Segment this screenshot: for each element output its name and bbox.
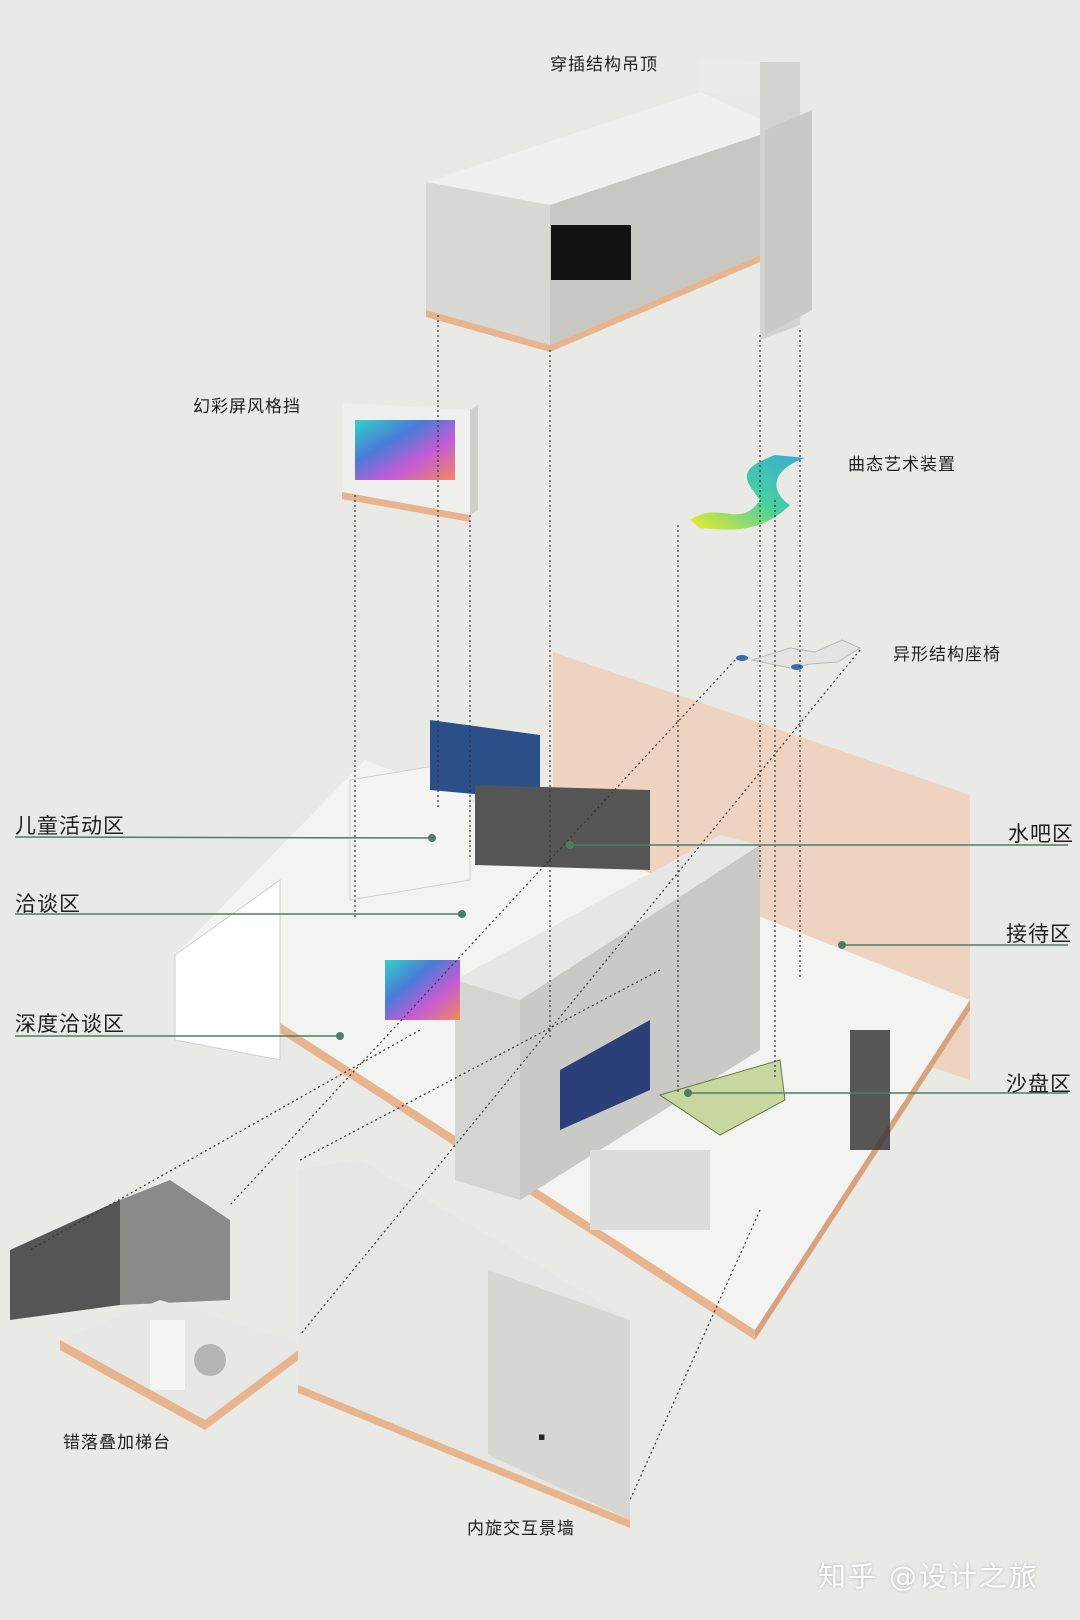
label-chairs: 异形结构座椅 bbox=[893, 645, 1001, 665]
stepped-stairs bbox=[10, 1180, 305, 1430]
label-negotiation-area: 洽谈区 bbox=[15, 892, 81, 916]
art-installation bbox=[690, 455, 805, 530]
special-chairs bbox=[736, 639, 862, 670]
label-feature-wall: 内旋交互景墙 bbox=[467, 1519, 575, 1539]
label-deep-negotiation-area: 深度洽谈区 bbox=[15, 1012, 125, 1036]
label-stairs: 错落叠加梯台 bbox=[63, 1433, 171, 1453]
label-art: 曲态艺术装置 bbox=[848, 455, 956, 475]
label-kids-area: 儿童活动区 bbox=[15, 814, 125, 838]
leader-dots bbox=[336, 834, 846, 1097]
feature-wall: ▪ bbox=[298, 1160, 630, 1528]
projection-lines bbox=[29, 315, 861, 1501]
label-water-bar: 水吧区 bbox=[1008, 822, 1074, 846]
label-ceiling: 穿插结构吊顶 bbox=[550, 55, 658, 75]
main-floor-plan bbox=[174, 720, 970, 1340]
label-reception: 接待区 bbox=[1006, 922, 1072, 946]
rainbow-screen bbox=[342, 403, 478, 522]
watermark: 知乎 @设计之旅 bbox=[818, 1560, 1039, 1593]
ceiling-structure bbox=[426, 60, 812, 352]
svg-text:▪: ▪ bbox=[538, 1430, 545, 1443]
label-screen: 幻彩屏风格挡 bbox=[193, 397, 301, 417]
leader-lines bbox=[14, 836, 1068, 1094]
label-sand-table: 沙盘区 bbox=[1006, 1072, 1072, 1096]
